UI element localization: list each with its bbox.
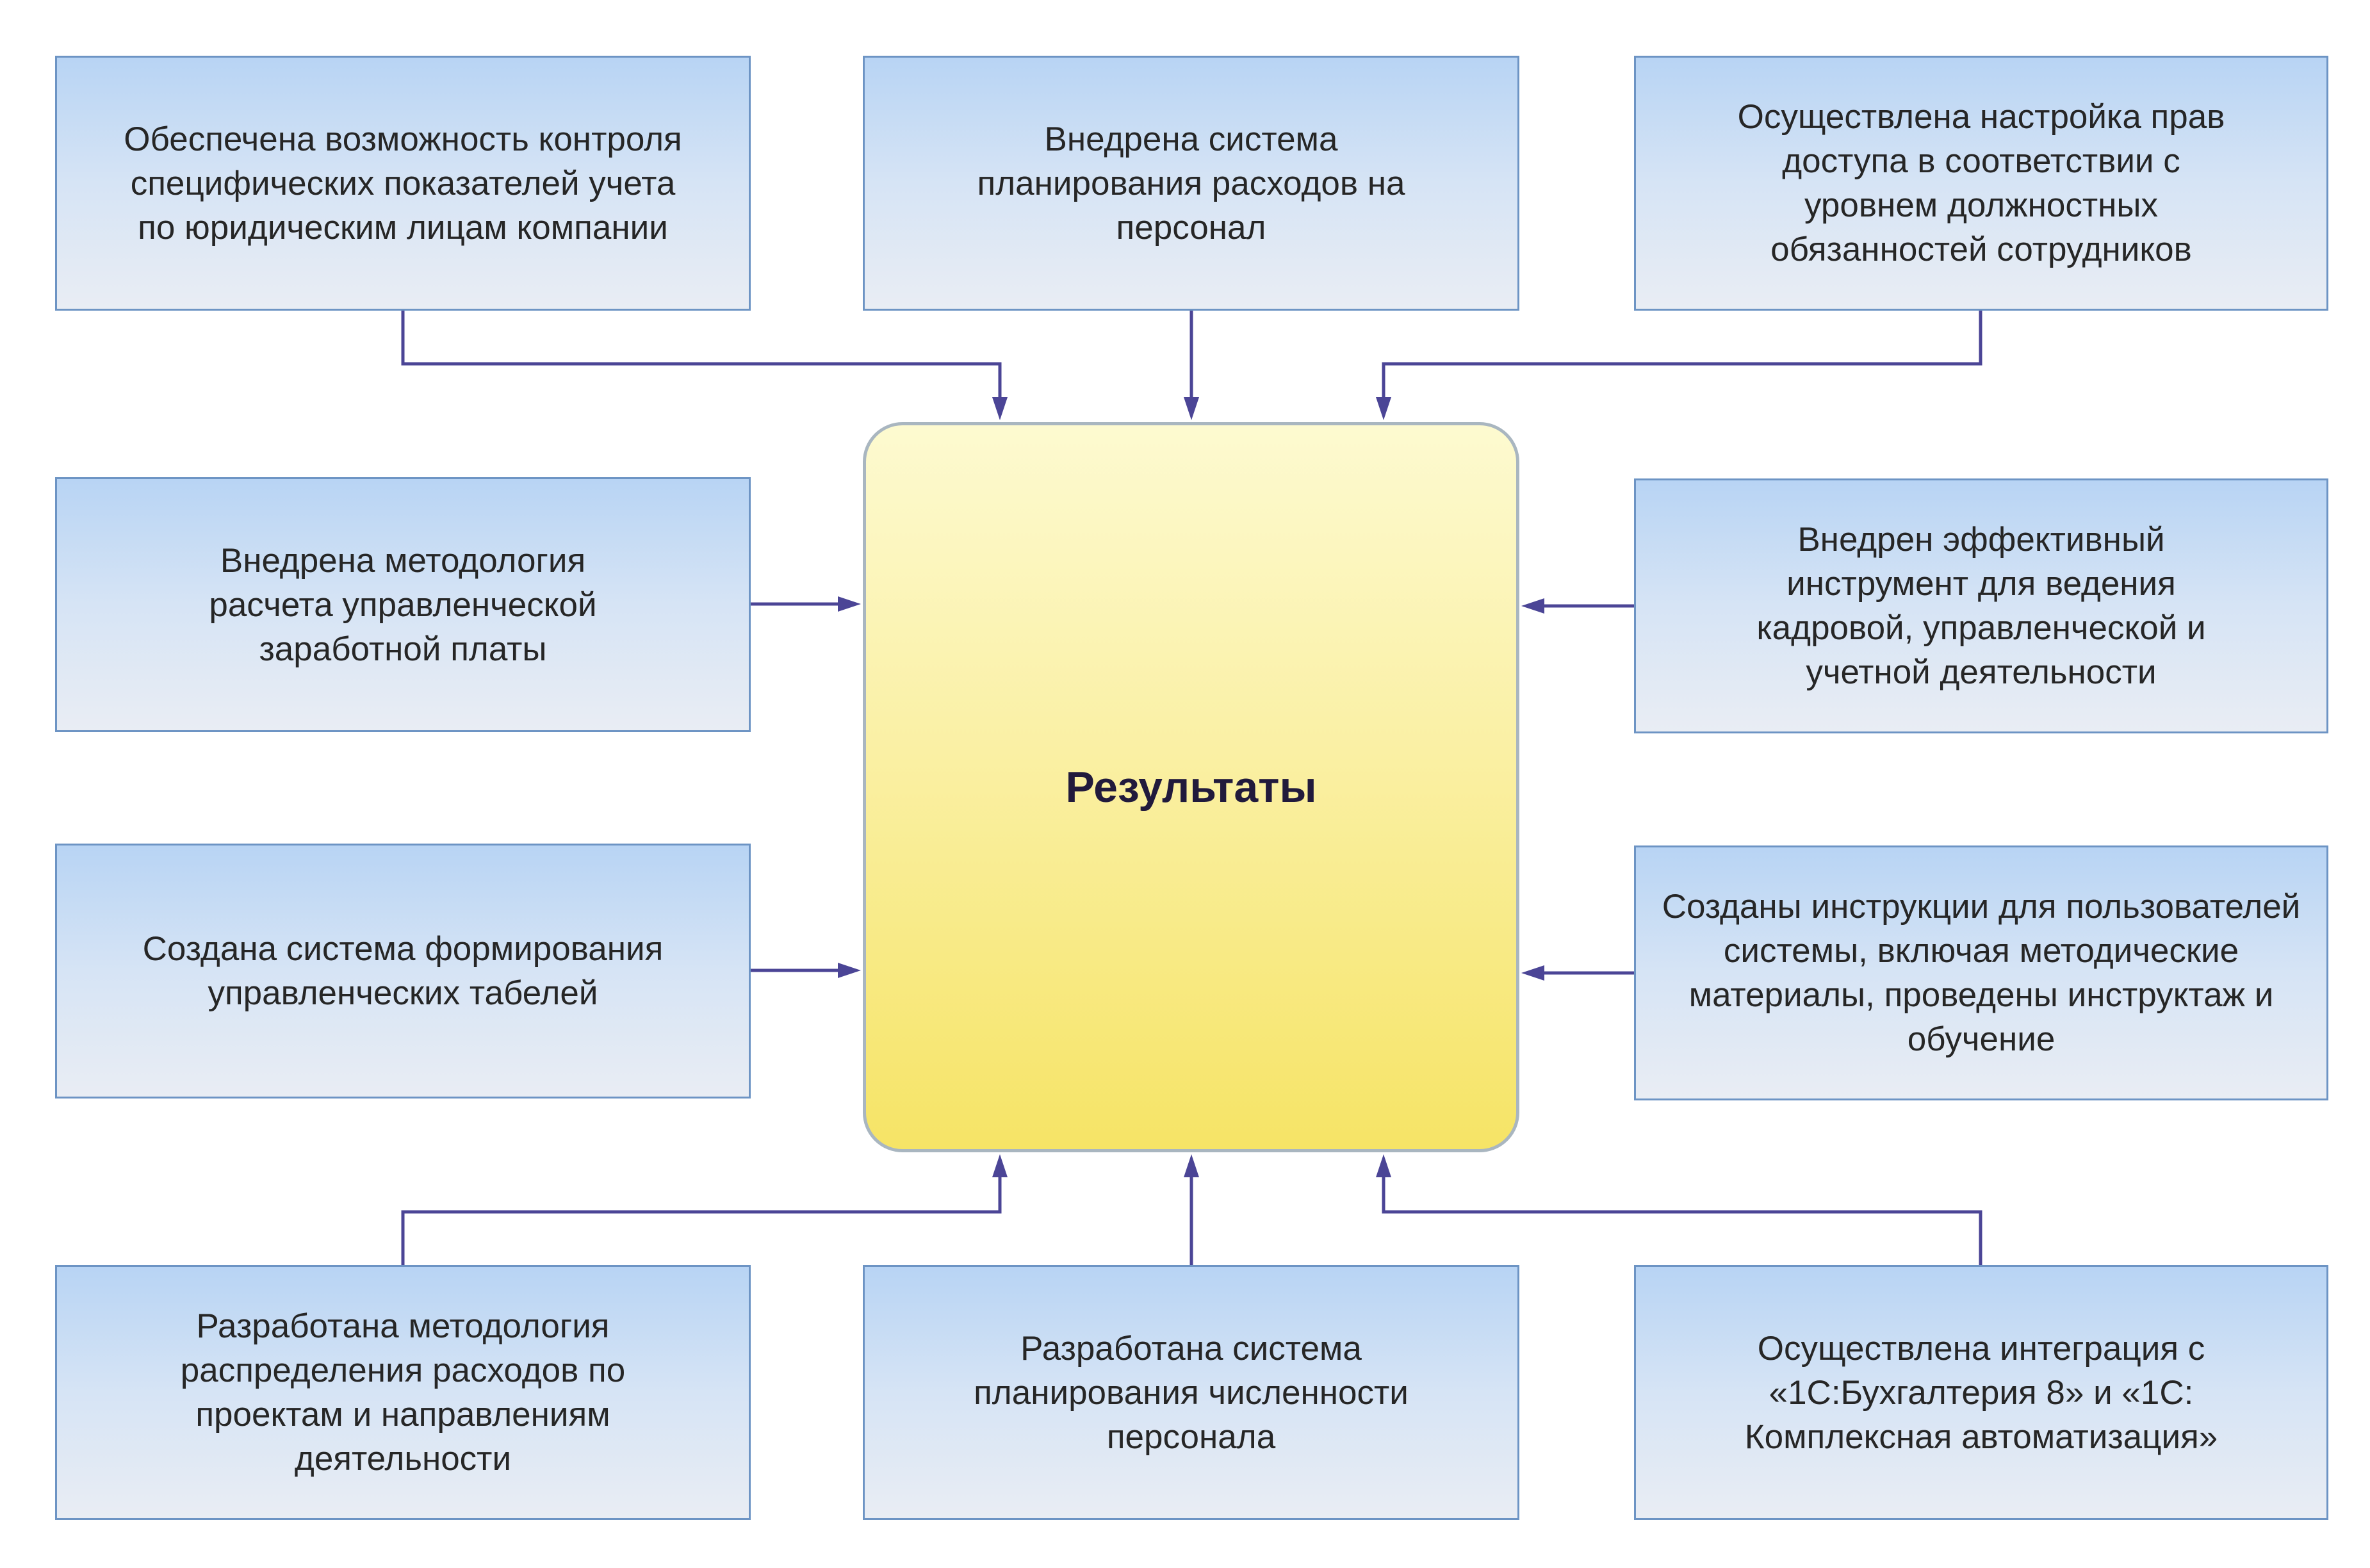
connector-bottom-left (401, 1171, 1002, 1265)
result-text-top-right: Осуществлена настройка прав доступа в со… (1737, 98, 2225, 268)
result-box-mid-left-2: Создана система формирования управленчес… (55, 844, 751, 1098)
arrowhead-top-center (1184, 397, 1199, 420)
connector-bottom-right (1382, 1171, 1982, 1265)
result-text-top-left: Обеспечена возможность контроля специфич… (124, 120, 682, 247)
result-text-bottom-center: Разработана система планирования численн… (974, 1329, 1409, 1456)
result-box-top-right: Осуществлена настройка прав доступа в со… (1634, 56, 2328, 311)
arrowhead-mid-left-1 (838, 596, 861, 612)
result-box-bottom-right: Осуществлена интеграция с «1С:Бухгалтери… (1634, 1265, 2328, 1520)
arrowhead-bottom-right (1376, 1154, 1391, 1177)
result-text-mid-left-1: Внедрена методология расчета управленчес… (209, 541, 597, 668)
results-center-box: Результаты (863, 422, 1519, 1152)
connector-top-left (401, 311, 1002, 404)
result-box-top-left: Обеспечена возможность контроля специфич… (55, 56, 751, 311)
result-box-top-center: Внедрена система планирования расходов н… (863, 56, 1519, 311)
connector-top-right (1382, 311, 1982, 404)
arrowhead-mid-right-1 (1521, 598, 1544, 614)
arrowhead-bottom-center (1184, 1154, 1199, 1177)
result-box-mid-right-1: Внедрен эффективный инструмент для веден… (1634, 478, 2328, 733)
result-box-mid-left-1: Внедрена методология расчета управленчес… (55, 477, 751, 732)
result-box-mid-right-2: Созданы инструкции для пользователей сис… (1634, 845, 2328, 1100)
result-text-mid-right-1: Внедрен эффективный инструмент для веден… (1756, 521, 2206, 691)
arrowhead-top-left (992, 397, 1008, 420)
result-text-top-center: Внедрена система планирования расходов н… (977, 120, 1405, 247)
arrowhead-bottom-left (992, 1154, 1008, 1177)
result-box-bottom-center: Разработана система планирования численн… (863, 1265, 1519, 1520)
result-text-bottom-right: Осуществлена интеграция с «1С:Бухгалтери… (1744, 1329, 2218, 1456)
arrowhead-top-right (1376, 397, 1391, 420)
arrowhead-mid-left-2 (838, 963, 861, 978)
result-text-mid-left-2: Создана система формирования управленчес… (142, 930, 664, 1012)
arrowhead-mid-right-2 (1521, 965, 1544, 981)
result-text-bottom-left: Разработана методология распределения ра… (180, 1307, 626, 1478)
result-text-mid-right-2: Созданы инструкции для пользователей сис… (1662, 888, 2301, 1058)
result-box-bottom-left: Разработана методология распределения ра… (55, 1265, 751, 1520)
results-title: Результаты (1065, 763, 1317, 812)
